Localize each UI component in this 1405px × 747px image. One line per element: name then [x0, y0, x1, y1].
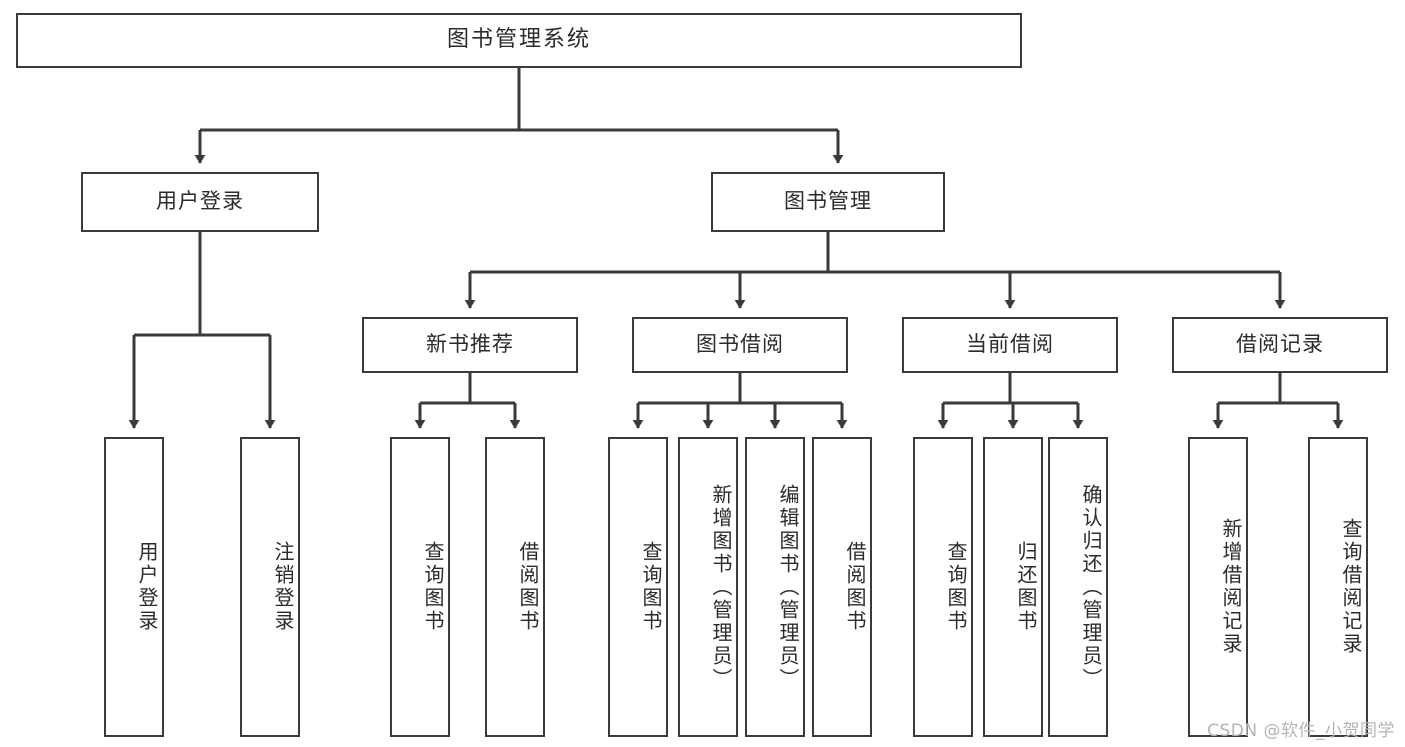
leaf-borrow-book[interactable]: 借阅图书 [812, 437, 872, 737]
node-label: 图书借阅 [696, 332, 784, 357]
node-label: 编辑图书（管理员） [776, 483, 800, 691]
node-label: 确认归还（管理员） [1079, 483, 1103, 691]
node-label: 图书管理 [784, 189, 872, 214]
leaf-query-borrow-record[interactable]: 查询借阅记录 [1308, 437, 1368, 737]
node-label: 注销登录 [271, 541, 295, 633]
node-label: 当前借阅 [966, 332, 1054, 357]
node-book-borrow[interactable]: 图书借阅 [632, 317, 848, 373]
node-root-system[interactable]: 图书管理系统 [16, 13, 1022, 68]
node-label: 查询图书 [944, 541, 968, 633]
leaf-edit-book-admin[interactable]: 编辑图书（管理员） [745, 437, 805, 737]
leaf-confirm-return-admin[interactable]: 确认归还（管理员） [1048, 437, 1108, 737]
node-book-manage[interactable]: 图书管理 [711, 172, 945, 232]
node-borrow-record[interactable]: 借阅记录 [1172, 317, 1388, 373]
node-new-book-recommend[interactable]: 新书推荐 [362, 317, 578, 373]
leaf-query-book-current[interactable]: 查询图书 [913, 437, 973, 737]
node-label: 归还图书 [1014, 541, 1038, 633]
leaf-add-borrow-record[interactable]: 新增借阅记录 [1188, 437, 1248, 737]
node-label: 查询图书 [639, 541, 663, 633]
node-label: 用户登录 [135, 541, 159, 633]
leaf-return-book[interactable]: 归还图书 [983, 437, 1043, 737]
node-label: 查询借阅记录 [1339, 518, 1363, 656]
watermark-text: CSDN @软件_小贺同学 [1207, 721, 1395, 741]
leaf-user-login[interactable]: 用户登录 [104, 437, 164, 737]
node-label: 查询图书 [421, 541, 445, 633]
node-label: 用户登录 [156, 189, 244, 214]
leaf-user-logout[interactable]: 注销登录 [240, 437, 300, 737]
leaf-add-book-admin[interactable]: 新增图书（管理员） [678, 437, 738, 737]
leaf-borrow-book-recommend[interactable]: 借阅图书 [485, 437, 545, 737]
node-label: 新增图书（管理员） [709, 483, 733, 691]
leaf-query-book-borrow[interactable]: 查询图书 [608, 437, 668, 737]
node-current-borrow[interactable]: 当前借阅 [902, 317, 1118, 373]
node-label: 图书管理系统 [446, 27, 591, 53]
node-label: 新书推荐 [426, 332, 514, 357]
node-user-login[interactable]: 用户登录 [81, 172, 319, 232]
node-label: 借阅图书 [516, 541, 540, 633]
node-label: 借阅记录 [1236, 332, 1324, 357]
node-label: 新增借阅记录 [1219, 518, 1243, 656]
node-label: 借阅图书 [843, 541, 867, 633]
leaf-query-book-recommend[interactable]: 查询图书 [390, 437, 450, 737]
